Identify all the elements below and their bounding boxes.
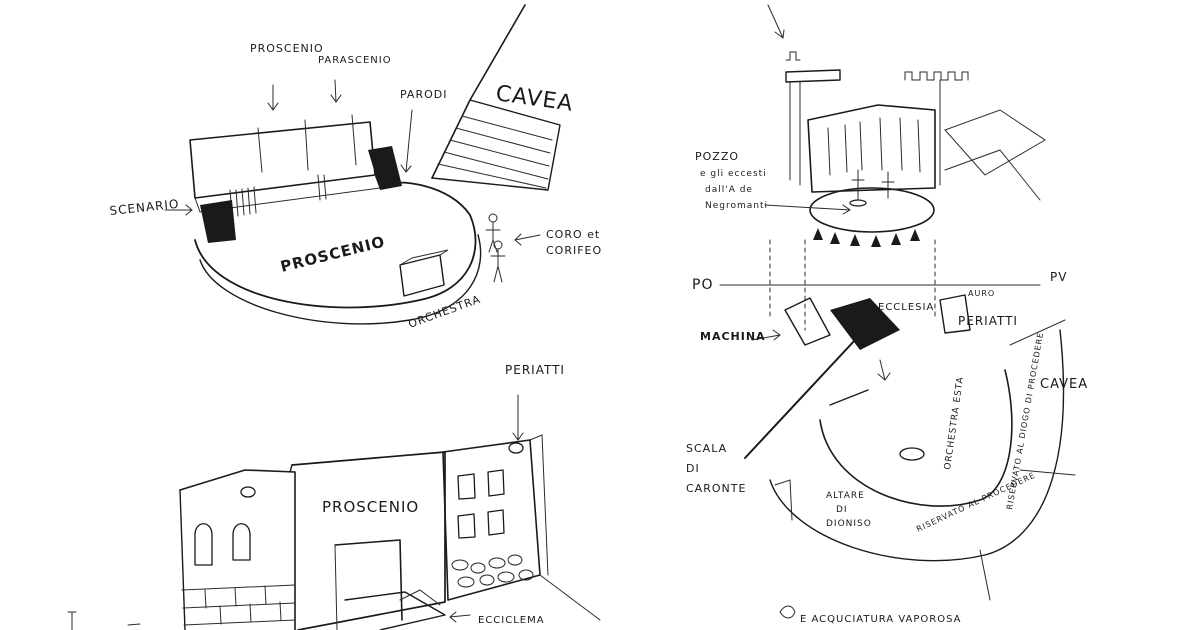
label-proscenio-top: PROSCENIO [250, 42, 324, 55]
flower-doodle-icon [780, 606, 795, 618]
set-sketch-bottom-left: PERIATTI PROSCENIO ECCICLEMA [68, 363, 600, 630]
label-scala-line2: DI [686, 462, 700, 475]
label-scala-line3: CARONTE [686, 482, 746, 495]
label-machina: MACHINA [700, 330, 766, 343]
platform-flags [813, 228, 920, 247]
brick-wall [182, 585, 295, 625]
label-periatti-top-right: PERIATTI [958, 314, 1018, 328]
theatre-sketch-top-left: PROSCENIO PARASCENIO PARODI CAVEA SCENAR… [109, 5, 602, 331]
proscenio-arrow [268, 85, 278, 110]
theatre-sketch-top-right: POZZO e gli eccesti dall'A de Negromanti… [686, 5, 1088, 625]
label-cavea-top-right: CAVEA [1040, 377, 1088, 392]
label-stage-floor: PROSCENIO [279, 232, 387, 275]
chorus-figures [486, 214, 505, 282]
label-scala-line1: SCALA [686, 442, 727, 455]
left-stairs [200, 200, 236, 243]
label-orchestra: ORCHESTRA [407, 293, 483, 331]
scene-shadow-hatch [230, 175, 326, 216]
label-pozzo-line2: e gli eccesti [700, 169, 767, 179]
stone-texture [452, 555, 533, 587]
label-scenario: SCENARIO [109, 197, 180, 218]
label-altare-line1: ALTARE [826, 491, 865, 501]
label-orchestra-ext: ORCHESTRA ESTA [943, 376, 966, 471]
label-bottom-note: E ACQUCIATURA VAPOROSA [800, 614, 961, 625]
top-arrow [768, 5, 784, 38]
ekkyklema-arrow [450, 612, 470, 622]
label-cavea-top-left: CAVEA [494, 81, 575, 117]
label-ekkyklema: ECCICLEMA [478, 615, 545, 626]
parodi-arrow [401, 110, 412, 172]
pozzo-arrow [765, 205, 850, 214]
label-po: PO [692, 277, 713, 293]
label-proscenio-bottom: PROSCENIO [322, 498, 419, 516]
cavea-rows [438, 116, 552, 188]
periatti-arrow [513, 395, 523, 440]
label-pozzo: POZZO [695, 150, 739, 163]
label-parascenio: PARASCENIO [318, 55, 392, 66]
label-coro-line2: CORIFEO [546, 244, 602, 257]
label-parodi: PARODI [400, 88, 447, 101]
label-altare-line3: DIONISO [826, 519, 872, 529]
label-coro-line1: CORO et [546, 228, 600, 241]
label-ecclesia: ECCLESIA [878, 302, 934, 313]
label-pv: PV [1050, 270, 1067, 284]
label-altare-line2: DI [836, 505, 848, 515]
label-riservato-2: RISERVATO AL PROCEDERE [915, 471, 1037, 534]
label-pozzo-line4: Negromanti [705, 201, 768, 211]
label-pozzo-line3: dall'A de [705, 185, 753, 195]
coro-arrow [515, 234, 540, 245]
label-periatti-bottom: PERIATTI [505, 363, 565, 377]
stair-arrow [878, 360, 890, 380]
label-auro: AURO [968, 289, 995, 298]
parascenio-arrow [331, 80, 341, 102]
